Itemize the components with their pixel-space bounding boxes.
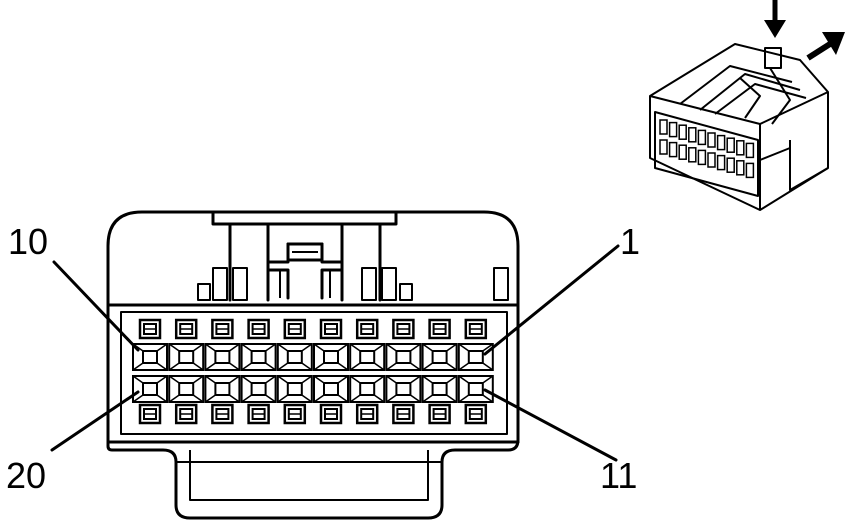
- inset-cavity: [707, 152, 716, 168]
- inset-cavity: [668, 121, 678, 138]
- callout-pin-1: 1: [620, 221, 640, 262]
- pin-cavity: [240, 318, 277, 371]
- inset-cavity: [678, 144, 687, 160]
- pin-cavity: [457, 375, 494, 425]
- pin-cavity: [132, 318, 168, 371]
- inset-cavity: [659, 139, 668, 155]
- pin-cavity: [421, 318, 458, 371]
- connector-3d-inset: [649, 0, 845, 211]
- callout-pin-11: 11: [600, 455, 637, 496]
- pin-cavity: [457, 318, 494, 371]
- inset-cavity: [716, 134, 726, 151]
- leader-line-11: [483, 388, 618, 462]
- pin-cavity-grid: [132, 318, 494, 425]
- pin-cavity: [349, 318, 386, 371]
- pin-cavity: [276, 318, 313, 371]
- inset-cavity: [716, 154, 726, 171]
- pin-cavity: [313, 375, 349, 425]
- inset-cavity: [688, 127, 697, 143]
- leader-line-10: [52, 260, 140, 352]
- inset-cavity: [697, 129, 707, 146]
- callout-pin-20: 20: [6, 455, 46, 496]
- callout-pin-10: 10: [8, 221, 48, 262]
- pin-cavity: [421, 375, 458, 425]
- pin-cavity: [204, 375, 241, 425]
- inset-cavity: [678, 124, 687, 140]
- pull-out-arrow-icon: [806, 32, 845, 61]
- pin-cavity: [204, 318, 241, 371]
- pin-cavity: [240, 375, 277, 425]
- inset-cavity: [736, 160, 745, 176]
- inset-cavity: [726, 157, 735, 173]
- inset-cavity: [688, 147, 697, 163]
- pin-cavity: [276, 375, 313, 425]
- inset-cavity: [668, 141, 678, 158]
- inset-cavity: [745, 142, 755, 159]
- inset-cavity: [697, 149, 707, 166]
- pin-cavity: [313, 318, 349, 371]
- pin-cavity: [349, 375, 386, 425]
- connector-face-view: [50, 210, 620, 520]
- pin-cavity: [168, 375, 205, 425]
- inset-cavity-grid: [659, 119, 755, 179]
- leader-line-20: [50, 390, 140, 452]
- pin-cavity: [168, 318, 205, 371]
- pin-cavity: [385, 375, 422, 425]
- inset-cavity: [745, 162, 755, 179]
- pin-cavity: [385, 318, 422, 371]
- inset-cavity: [736, 140, 745, 156]
- inset-cavity: [707, 132, 716, 148]
- pin-cavity: [132, 375, 168, 425]
- inset-cavity: [659, 119, 668, 135]
- inset-cavity: [726, 137, 735, 153]
- leader-line-1: [483, 244, 620, 356]
- press-down-arrow-icon: [764, 0, 786, 38]
